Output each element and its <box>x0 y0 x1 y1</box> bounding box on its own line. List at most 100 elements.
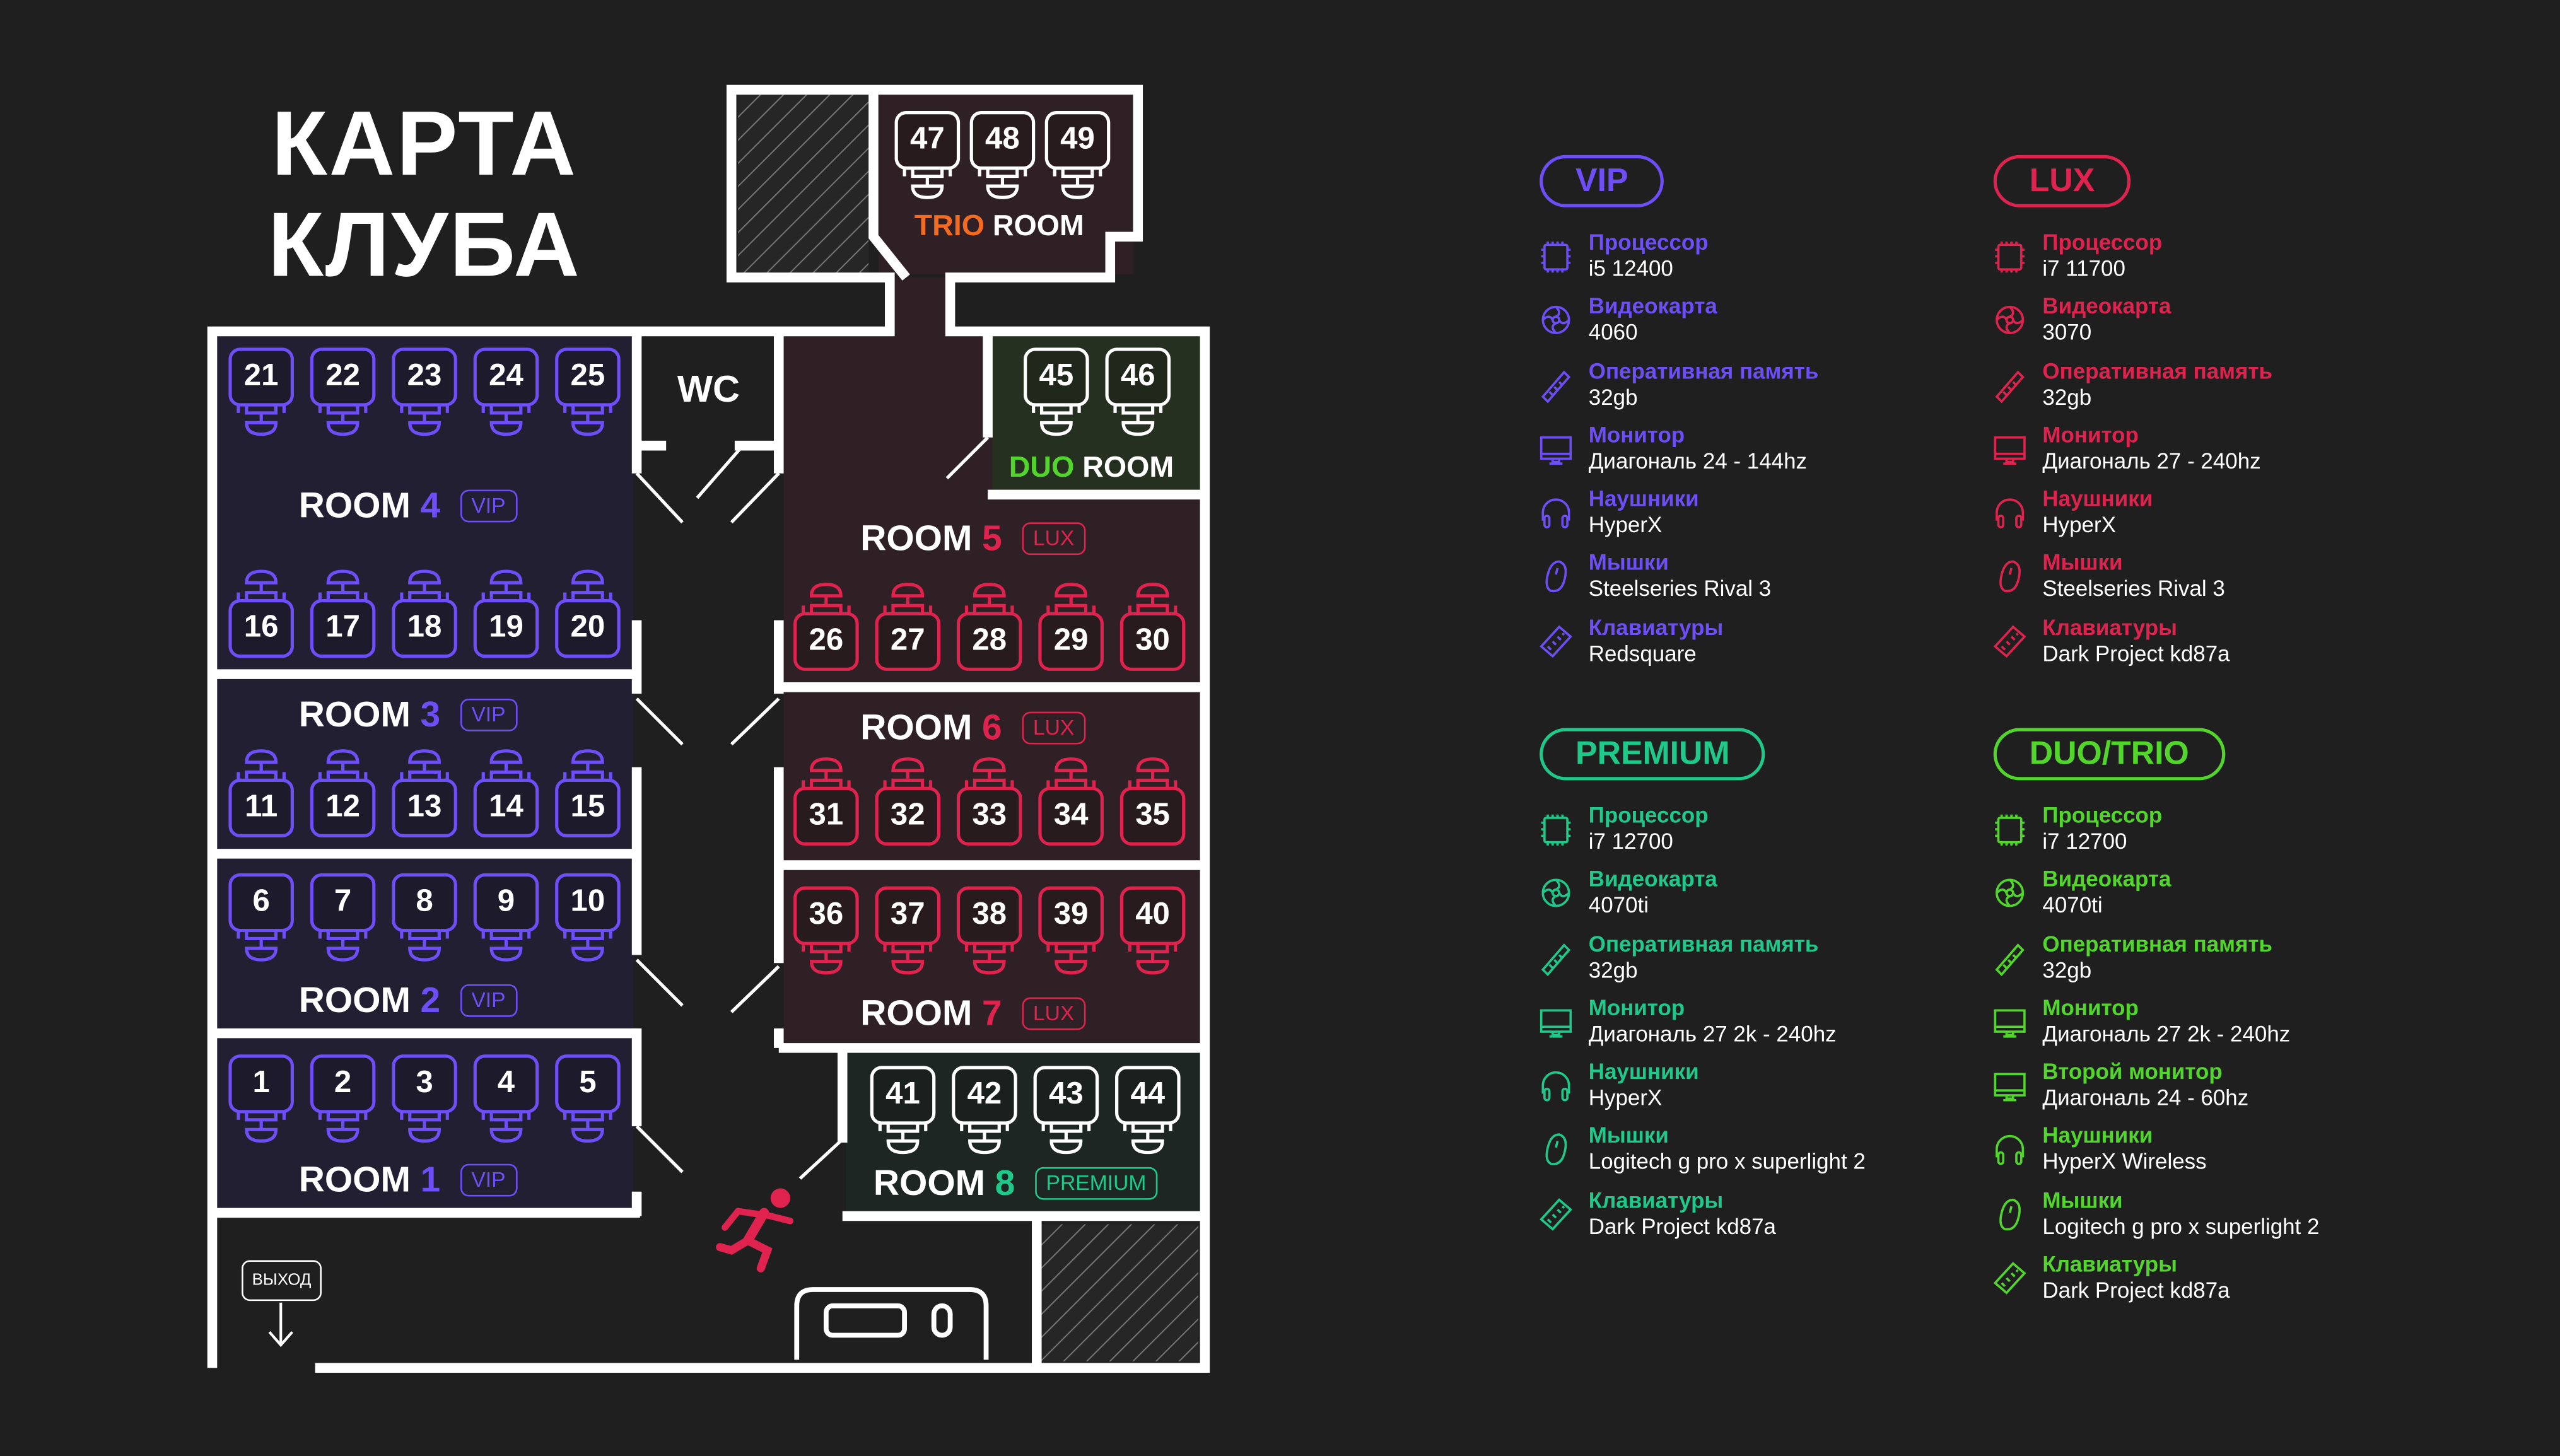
seat-39[interactable]: 39 <box>1038 886 1104 945</box>
spec-label: Процессор <box>2042 230 2163 255</box>
room-type: TRIO <box>914 209 985 242</box>
seat-14[interactable]: 14 <box>473 778 539 837</box>
seat-27[interactable]: 27 <box>875 612 941 671</box>
seat-28[interactable]: 28 <box>956 612 1022 671</box>
seat-44[interactable]: 44 <box>1115 1066 1181 1125</box>
spec-label: Мышки <box>1588 550 1669 576</box>
seat-11[interactable]: 11 <box>228 778 294 837</box>
spec-label: Клавиатуры <box>1588 1187 1724 1213</box>
seat-43[interactable]: 43 <box>1033 1066 1099 1125</box>
seat-32[interactable]: 32 <box>875 786 941 846</box>
seat-40[interactable]: 40 <box>1119 886 1186 945</box>
seat-47[interactable]: 47 <box>894 111 961 170</box>
room-number: 6 <box>981 706 1002 748</box>
seat-23[interactable]: 23 <box>392 347 457 407</box>
spec-value: 4070ti <box>2042 893 2103 918</box>
seat-7[interactable]: 7 <box>310 873 376 933</box>
hatched-storage-top <box>738 95 869 274</box>
seat-1[interactable]: 1 <box>228 1054 294 1114</box>
seat-37[interactable]: 37 <box>875 886 941 945</box>
seat-9[interactable]: 9 <box>473 873 539 933</box>
spec-label: Мышки <box>2042 1187 2123 1213</box>
spec-value: i7 11700 <box>2042 256 2125 281</box>
seat-5[interactable]: 5 <box>555 1054 621 1114</box>
seat-2[interactable]: 2 <box>310 1054 376 1114</box>
seat-26[interactable]: 26 <box>793 612 859 671</box>
seat-4[interactable]: 4 <box>473 1054 539 1114</box>
seat-3[interactable]: 3 <box>392 1054 457 1114</box>
spec-value: Диагональ 24 - 144hz <box>1588 448 1807 474</box>
room-number: 8 <box>995 1162 1015 1203</box>
tier-badge: VIP <box>460 698 517 731</box>
seat-15[interactable]: 15 <box>555 778 621 837</box>
chair-icon <box>1045 168 1111 201</box>
room-word: ROOM <box>298 979 411 1020</box>
spec-label: Монитор <box>1588 995 1685 1020</box>
chair-icon <box>392 404 457 438</box>
seat-22[interactable]: 22 <box>310 347 376 407</box>
seat-48[interactable]: 48 <box>969 111 1036 170</box>
seat-49[interactable]: 49 <box>1044 111 1111 170</box>
seat-42[interactable]: 42 <box>952 1066 1017 1125</box>
chair-icon <box>793 756 859 789</box>
seat-24[interactable]: 24 <box>473 347 539 407</box>
seat-16[interactable]: 16 <box>228 599 294 658</box>
seat-20[interactable]: 20 <box>555 599 621 658</box>
seat-34[interactable]: 34 <box>1038 786 1104 846</box>
seat-13[interactable]: 13 <box>392 778 457 837</box>
seat-36[interactable]: 36 <box>793 886 859 945</box>
seat-8[interactable]: 8 <box>392 873 457 933</box>
seat-31[interactable]: 31 <box>793 786 859 846</box>
ram-icon <box>1540 940 1572 976</box>
room-word: ROOM <box>860 706 973 748</box>
seat-45[interactable]: 45 <box>1024 347 1089 407</box>
seat-33[interactable]: 33 <box>956 786 1022 846</box>
chair-icon <box>392 1111 457 1144</box>
monitor-icon <box>1994 1068 2026 1104</box>
chair-icon <box>1038 943 1104 976</box>
tier-badge: VIP <box>460 984 517 1017</box>
seat-18[interactable]: 18 <box>392 599 457 658</box>
seat-25[interactable]: 25 <box>555 347 621 407</box>
seat-29[interactable]: 29 <box>1038 612 1104 671</box>
seat-10[interactable]: 10 <box>555 873 621 933</box>
seat-17[interactable]: 17 <box>310 599 376 658</box>
seat-41[interactable]: 41 <box>870 1066 936 1125</box>
seat-30[interactable]: 30 <box>1119 612 1186 671</box>
seat-46[interactable]: 46 <box>1105 347 1171 407</box>
monitor-icon <box>1540 1004 1572 1040</box>
spec-value: Steelseries Rival 3 <box>2042 577 2225 602</box>
room-number: 1 <box>420 1158 441 1200</box>
seat-19[interactable]: 19 <box>473 599 539 658</box>
room-number: 4 <box>420 484 441 526</box>
seat-6[interactable]: 6 <box>228 873 294 933</box>
seat-35[interactable]: 35 <box>1119 786 1186 846</box>
seat-12[interactable]: 12 <box>310 778 376 837</box>
spec-value: Logitech g pro x superlight 2 <box>2042 1214 2320 1239</box>
seat-21[interactable]: 21 <box>228 347 294 407</box>
seat-38[interactable]: 38 <box>956 886 1022 945</box>
chair-icon <box>1115 1122 1181 1156</box>
duo-room-area <box>992 336 1200 492</box>
spec-value: i7 12700 <box>2042 829 2127 854</box>
chair-icon <box>555 748 621 781</box>
spec-value: HyperX <box>1588 513 1663 538</box>
page-title-line1: КАРТА <box>271 91 578 195</box>
spec-label: Клавиатуры <box>2042 615 2177 640</box>
spec-label: Оперативная память <box>2042 931 2273 956</box>
cpu-icon <box>1540 812 1572 847</box>
chair-icon <box>870 1122 936 1156</box>
